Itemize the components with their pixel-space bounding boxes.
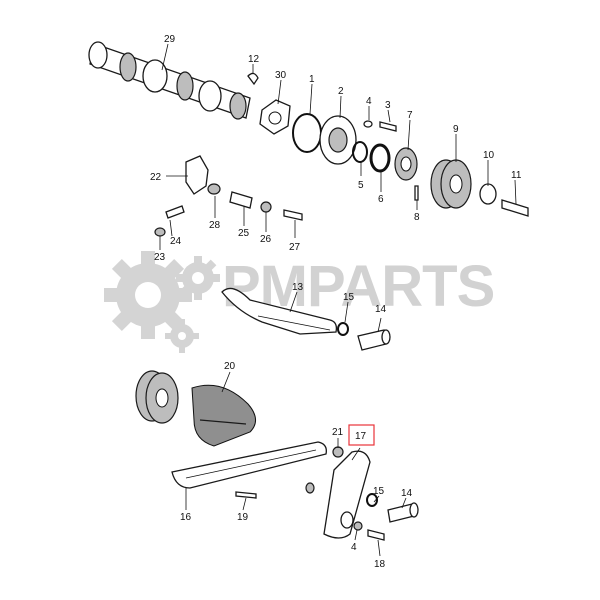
part-14b-guide-pin [387,502,419,523]
callout-14-lower[interactable]: 14 [401,488,413,499]
callout-19[interactable]: 19 [237,512,249,523]
part-4b-washer [353,521,363,531]
part-15b-o-ring [366,493,378,507]
callout-2[interactable]: 2 [338,86,344,97]
part-10-washer [479,183,497,205]
callout-14-upper[interactable]: 14 [375,304,387,315]
callout-30[interactable]: 30 [275,70,287,81]
callout-28[interactable]: 28 [209,220,221,231]
callout-21[interactable]: 21 [332,427,344,438]
part-25-shaft [229,191,253,209]
callout-15-lower[interactable]: 15 [373,486,385,497]
part-18-bolt [367,529,385,541]
part-14a-guide-pin [357,329,391,351]
highlight-box [348,424,375,446]
part-19-pin [235,491,257,499]
callout-8[interactable]: 8 [414,212,420,223]
callout-16[interactable]: 16 [180,512,192,523]
callout-20[interactable]: 20 [224,361,236,372]
callout-5[interactable]: 5 [358,180,364,191]
callout-15-upper[interactable]: 15 [343,292,355,303]
callout-22[interactable]: 22 [150,172,162,183]
part-12-key [247,72,259,86]
watermark: PMPARTS [104,251,495,353]
callout-18[interactable]: 18 [374,559,386,570]
part-3-bolt [379,121,397,132]
callout-7[interactable]: 7 [407,110,413,121]
gear-logo-icon [104,251,220,353]
leader-lines [159,43,517,557]
part-30-plate [259,99,291,135]
part-22-rocker-arm [185,155,209,195]
part-26-washer [260,201,272,213]
callout-26[interactable]: 26 [260,234,272,245]
callout-1[interactable]: 1 [309,74,315,85]
part-27-bolt [283,209,303,221]
part-16-chain-guide-rail [171,441,327,489]
callout-27[interactable]: 27 [289,242,301,253]
part-29-camshaft [88,41,251,120]
part-8-pin [414,185,419,201]
part-24-adjuster [165,205,185,219]
callout-25[interactable]: 25 [238,228,250,239]
part-17-tensioner-arm [323,450,371,539]
callout-24[interactable]: 24 [170,236,182,247]
part-9-double-sprocket [430,159,472,209]
callout-4[interactable]: 4 [366,96,372,107]
callout-9[interactable]: 9 [453,124,459,135]
part-2-flange [319,115,357,165]
callout-17[interactable]: 17 [355,431,367,442]
part-20-chain-sprocket [135,370,256,447]
callout-23[interactable]: 23 [154,252,166,263]
callout-29[interactable]: 29 [164,34,176,45]
part-4-washer [363,120,373,128]
callout-13[interactable]: 13 [292,282,304,293]
part-7-sprocket [394,147,418,181]
part-5-ring [352,141,368,163]
callout-11[interactable]: 11 [511,170,522,181]
part-1-o-ring [292,113,322,153]
part-28-bushing [207,183,221,195]
callout-12[interactable]: 12 [248,54,260,65]
part-11-bolt [501,199,529,217]
part-23-nut [154,227,166,237]
callout-6[interactable]: 6 [378,194,384,205]
part-15a-o-ring [337,322,349,336]
callouts: 29 12 30 1 2 4 3 7 9 10 11 5 6 8 22 24 2… [150,34,522,570]
callout-3[interactable]: 3 [385,100,391,111]
callout-10[interactable]: 10 [483,150,495,161]
part-13-upper-chain-guide [221,287,338,335]
part-21-bushing-2 [305,482,315,494]
part-21-bushing [332,446,344,458]
callout-4-lower[interactable]: 4 [351,542,357,553]
part-6-ring [369,143,391,173]
